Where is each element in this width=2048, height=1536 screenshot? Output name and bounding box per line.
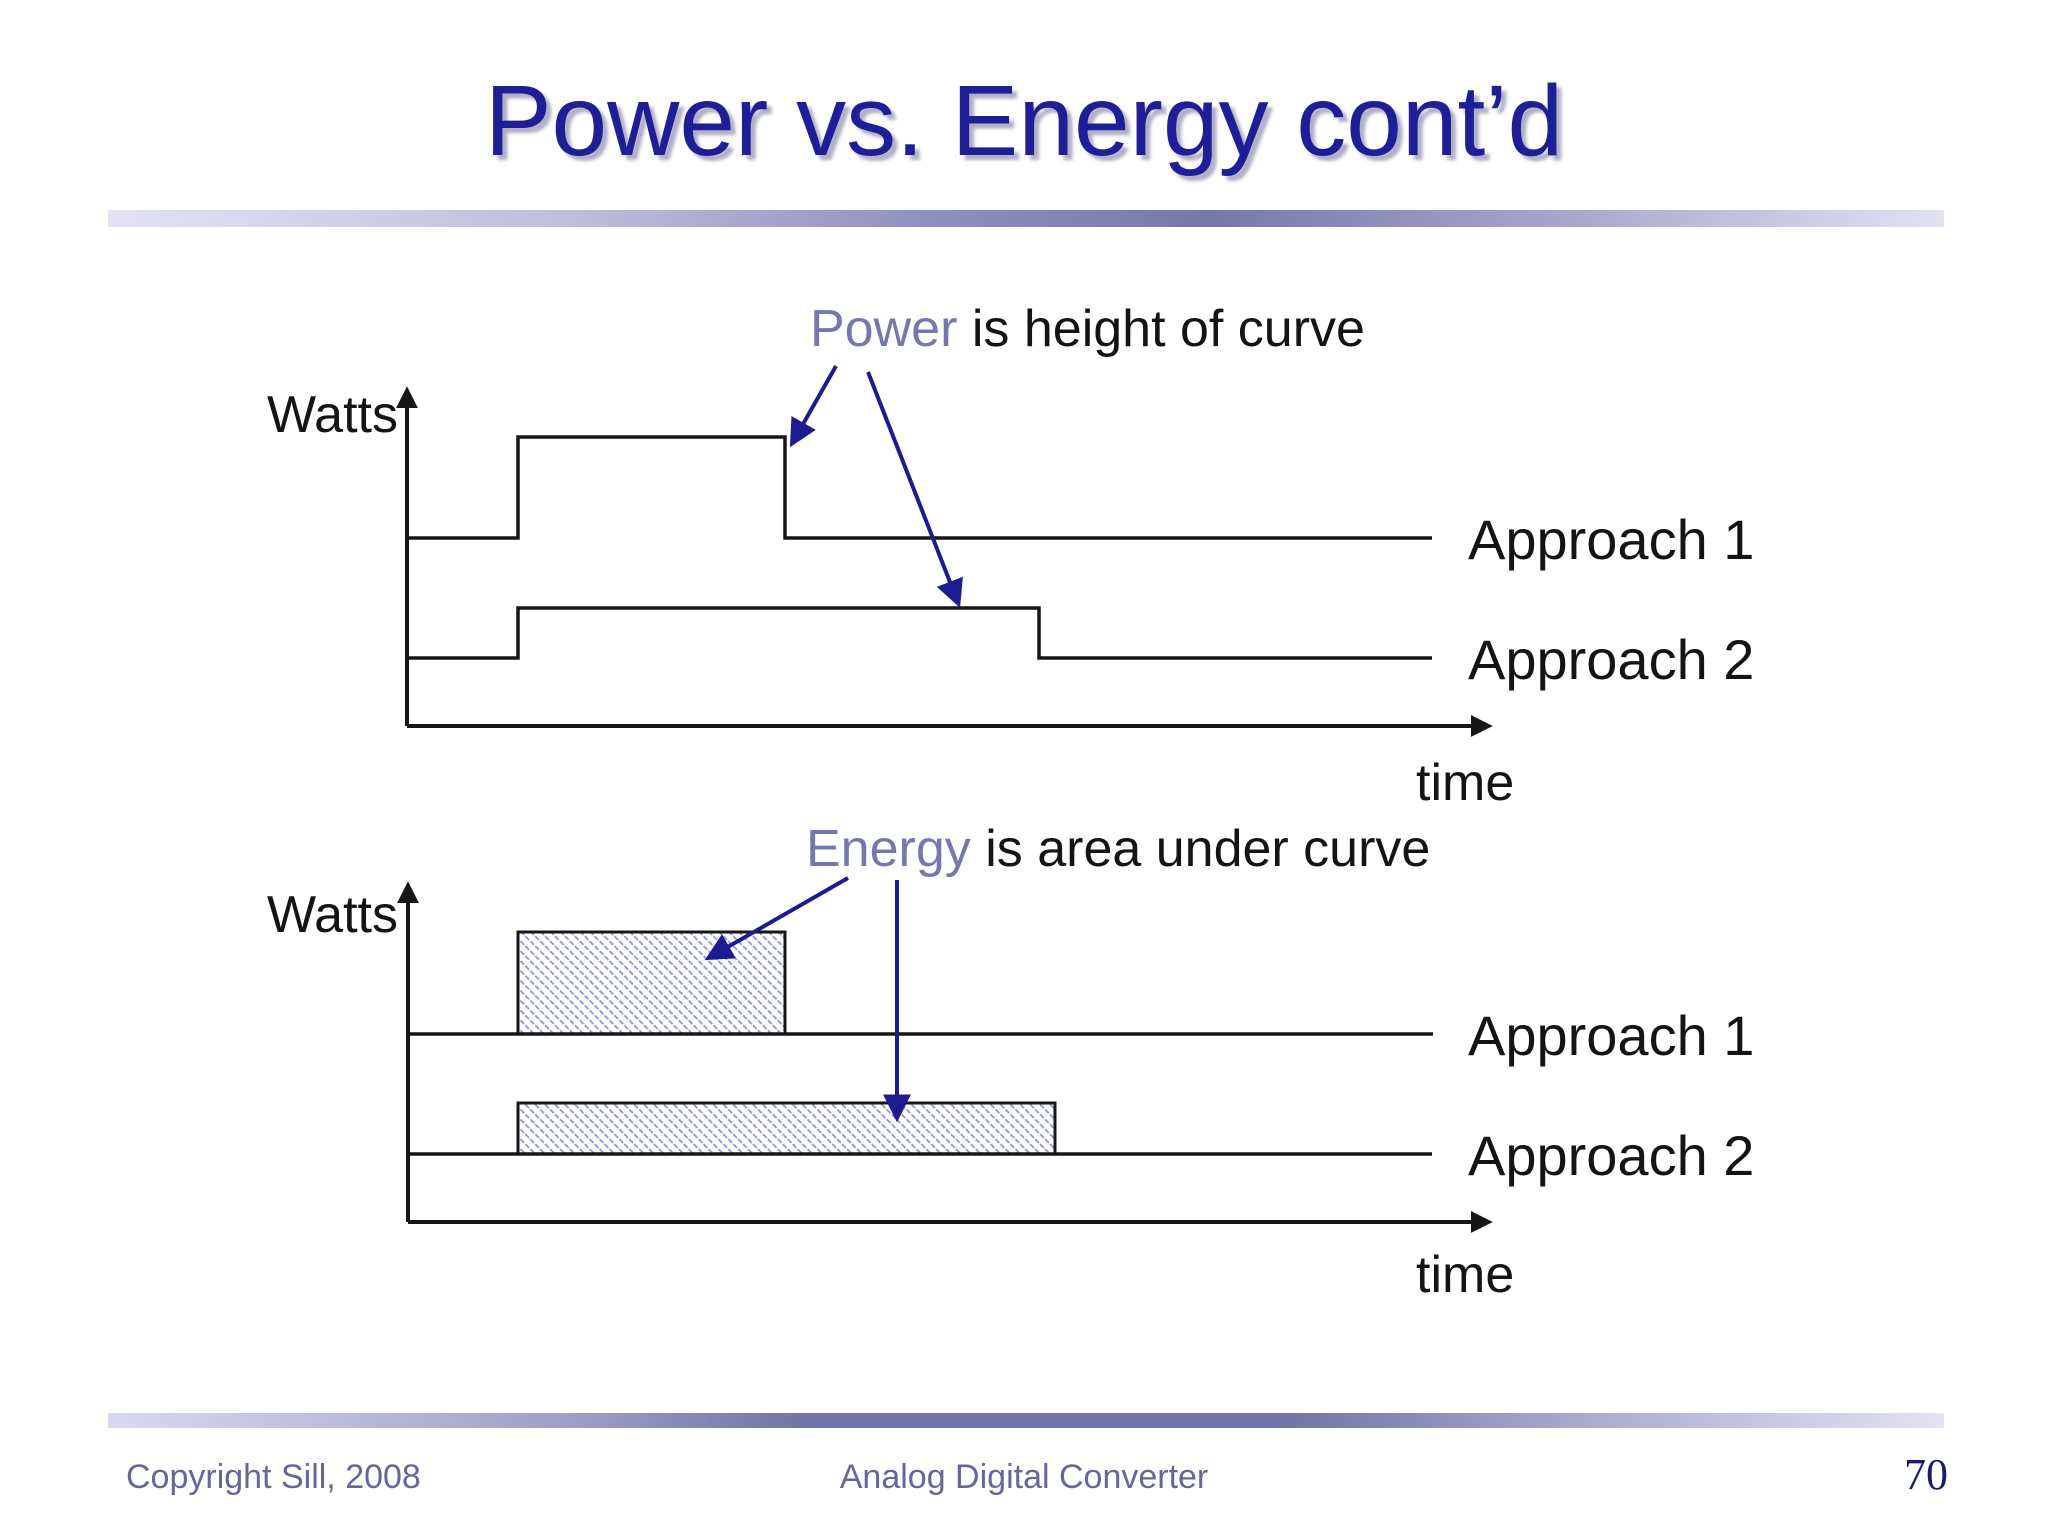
x-axis-label-bottom: time — [1416, 1246, 1515, 1304]
power-vs-time-chart — [396, 365, 1493, 737]
page-number: 70 — [1904, 1450, 1948, 1499]
series-label-approach2-bottom: Approach 2 — [1468, 1124, 1755, 1187]
energy-vs-time-chart — [397, 876, 1493, 1233]
x-axis-label-top: time — [1416, 754, 1515, 812]
annotation-arrow — [866, 371, 963, 608]
page-title: Power vs. Energy cont’d — [484, 65, 1564, 177]
hatched-area — [516, 930, 787, 1036]
series-label-approach1-bottom: Approach 1 — [1468, 1004, 1755, 1067]
footer-divider-bar — [108, 1413, 1944, 1428]
annotation-arrow — [704, 876, 849, 961]
annotation-power-keyword: Power — [810, 300, 958, 358]
series-curve — [409, 606, 1432, 660]
series-curve — [409, 435, 1432, 540]
annotation-energy-keyword: Energy — [806, 820, 971, 878]
annotation-power: Power is height of curve — [810, 300, 1365, 360]
footer-copyright: Copyright Sill, 2008 — [126, 1458, 421, 1496]
annotation-power-rest: is height of curve — [957, 300, 1365, 358]
hatched-area — [516, 1101, 1057, 1156]
y-axis-label-top: Watts — [267, 386, 398, 444]
y-axis-label-bottom: Watts — [267, 886, 398, 944]
annotation-arrow — [789, 365, 838, 448]
series-label-approach1-top: Approach 1 — [1468, 508, 1755, 571]
series-label-approach2-top: Approach 2 — [1468, 628, 1755, 691]
annotation-energy-rest: is area under curve — [970, 820, 1431, 878]
annotation-energy: Energy is area under curve — [806, 820, 1430, 880]
footer-course-title: Analog Digital Converter — [839, 1458, 1209, 1496]
title-divider-bar — [108, 210, 1944, 227]
